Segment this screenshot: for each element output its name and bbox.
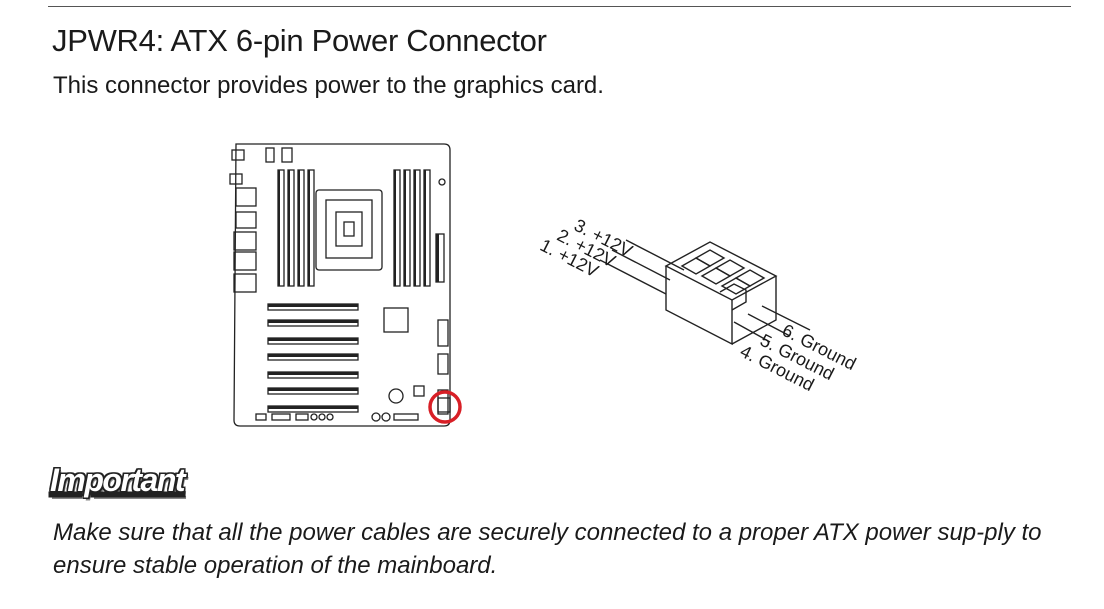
motherboard-diagram bbox=[229, 143, 462, 427]
board-jpwr4-connector bbox=[437, 397, 451, 413]
connector-pinout-diagram bbox=[599, 239, 811, 346]
top-rule bbox=[48, 6, 1071, 7]
important-heading: Important bbox=[50, 462, 186, 498]
intro-text: This connector provides power to the gra… bbox=[53, 72, 604, 99]
page-title: JPWR4: ATX 6-pin Power Connector bbox=[52, 23, 547, 58]
important-note: Make sure that all the power cables are … bbox=[53, 519, 1042, 579]
jpwr4-highlight-circle bbox=[428, 390, 462, 424]
